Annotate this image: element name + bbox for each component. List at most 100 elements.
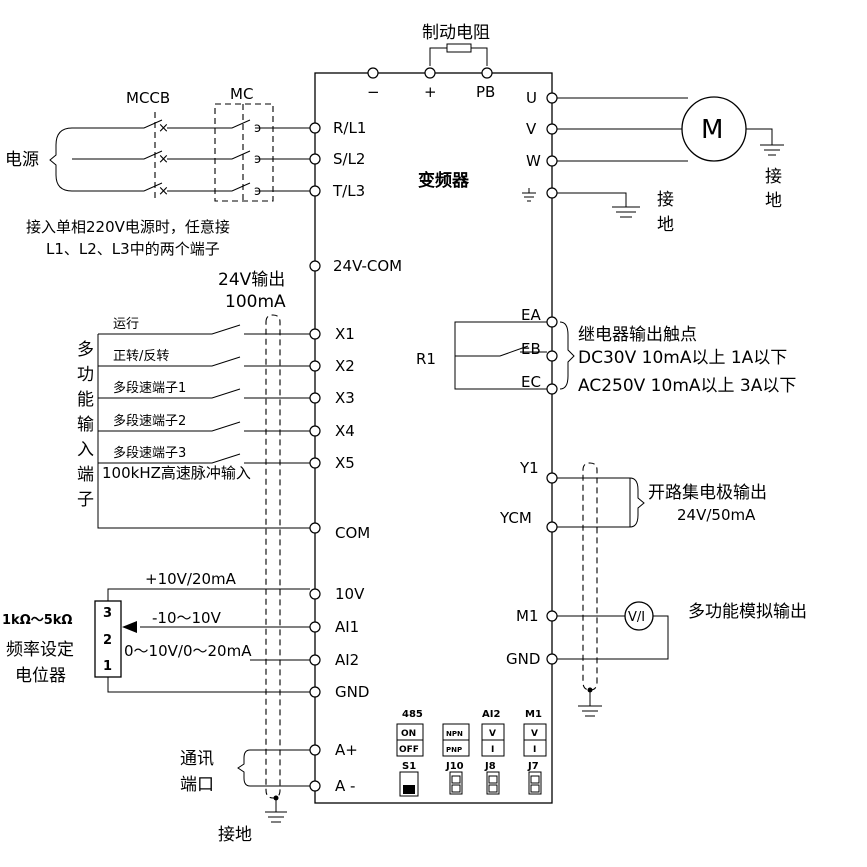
mccb-label: MCCB [126,89,170,107]
terminal-pb-label: PB [476,83,495,101]
terminal-v [546,123,558,135]
svg-text:多段速端子2: 多段速端子2 [113,413,186,429]
jumper-j8[interactable]: AI2 V I J8 [481,709,505,795]
motor-leads [557,97,688,162]
source-brace [49,127,73,192]
relay-brace [559,321,575,390]
terminal-10v-label: 10V [335,585,365,603]
svg-text:端: 端 [77,465,94,485]
jumper-j10[interactable]: NPN PNP J10 [442,723,470,795]
open-collector-brace [629,477,645,528]
svg-text:×: × [158,152,169,167]
motor-ground-label-2: 地 [765,191,782,211]
svg-text:多段速端子3: 多段速端子3 [113,445,186,461]
shielded-cable [265,314,281,799]
pe-ground-icon [522,188,640,218]
terminal-t-l3-label: T/L3 [332,182,365,200]
ref-supply-label: +10V/20mA [145,570,237,588]
svg-text:V: V [531,729,538,739]
jumper-s1[interactable]: 485 ON OFF S1 [396,709,424,797]
pot-pin-2: 2 [103,633,112,648]
terminal-u [546,92,558,104]
motor-ground-label-1: 接 [765,167,782,187]
terminal-x5-label: X5 [335,454,355,472]
terminal-out-gnd-label: GND [506,650,540,668]
terminal-v-label: V [526,120,537,138]
single-phase-note-2: L1、L2、L3中的两个端子 [46,240,220,258]
terminal-x3 [309,392,321,404]
jumper-j7[interactable]: M1 V I J7 [523,709,547,795]
comm-brace [237,749,251,787]
power-line-l2: ×ɔ [72,150,310,167]
vi-meter-label: V/I [628,610,645,625]
comm-ground-label: 接地 [218,825,252,845]
terminal-ycm [546,521,558,533]
inverter-title: 变频器 [418,170,470,191]
terminal-a-plus [309,744,321,756]
terminal-s-l2-label: S/L2 [333,150,365,168]
mc-contactor-box [214,103,274,202]
supply-24v-label-2: 100mA [225,292,286,312]
terminal-in-gnd [309,686,321,698]
terminal-10v [309,588,321,600]
mc-label: MC [230,85,253,103]
ai1-range-label: -10～10V [152,609,222,627]
terminal-ycm-label: YCM [499,509,532,527]
brake-resistor [429,43,488,66]
comm-leads [250,749,310,787]
svg-text:OFF: OFF [399,745,419,755]
terminal-r-l1-label: R/L1 [333,119,366,137]
svg-text:功: 功 [77,365,94,385]
x5-pulse-note: 100kHZ高速脉冲输入 [102,464,251,482]
terminal-a-plus-label: A+ [335,741,358,759]
svg-text:×: × [158,121,169,136]
input-switch-x1: 运行 [98,317,310,335]
terminal-ec-label: EC [521,373,541,391]
terminal-x1-label: X1 [335,325,355,343]
analog-out-label: 多功能模拟输出 [688,602,807,622]
terminal-in-gnd-label: GND [335,683,369,701]
shield-ground-icon [265,795,287,823]
single-phase-note-1: 接入单相220V电源时，任意接 [26,218,230,236]
terminal-ai1 [309,621,321,633]
svg-text:J10: J10 [445,761,464,772]
pot-wiper-arrow [122,621,137,633]
terminal-m1 [546,610,558,622]
terminal-out-gnd [546,653,558,665]
terminal-minus [367,67,379,79]
relay-contacts [454,321,547,390]
terminal-w [546,155,558,167]
open-collector-label: 开路集电极输出 [648,483,767,503]
vi-meter-icon [624,601,654,631]
svg-text:M1: M1 [525,709,542,720]
terminal-r-l1 [309,122,321,134]
svg-text:输: 输 [77,415,94,435]
svg-text:S1: S1 [402,761,416,772]
svg-text:I: I [533,745,536,755]
input-switch-x3: 多段速端子1 [98,380,310,399]
svg-text:ɔ: ɔ [254,184,261,199]
pot-leads [107,588,310,693]
pot-function-label: 频率设定 [6,640,74,660]
terminal-minus-label: − [367,83,380,101]
input-switch-x2: 正转/反转 [98,349,310,367]
terminal-m1-label: M1 [516,607,539,625]
terminal-x2-label: X2 [335,357,355,375]
motor-ground-icon [746,128,784,156]
analog-out-leads [557,615,669,660]
terminal-x5 [309,457,321,469]
svg-text:NPN: NPN [446,730,463,738]
terminal-24v-com [309,260,321,272]
terminal-pe [546,187,558,199]
svg-text:PNP: PNP [446,746,462,754]
power-source-label: 电源 [5,150,39,170]
power-line-l3: ×ɔ [72,182,310,199]
terminal-com-label: COM [335,524,370,542]
relay-label: 继电器输出触点 [578,325,697,345]
svg-text:多段速端子1: 多段速端子1 [113,380,186,396]
svg-text:AI2: AI2 [482,709,500,720]
svg-text:V: V [489,729,496,739]
pot-name-label: 电位器 [15,666,66,686]
comm-label-1: 通讯 [180,749,214,769]
